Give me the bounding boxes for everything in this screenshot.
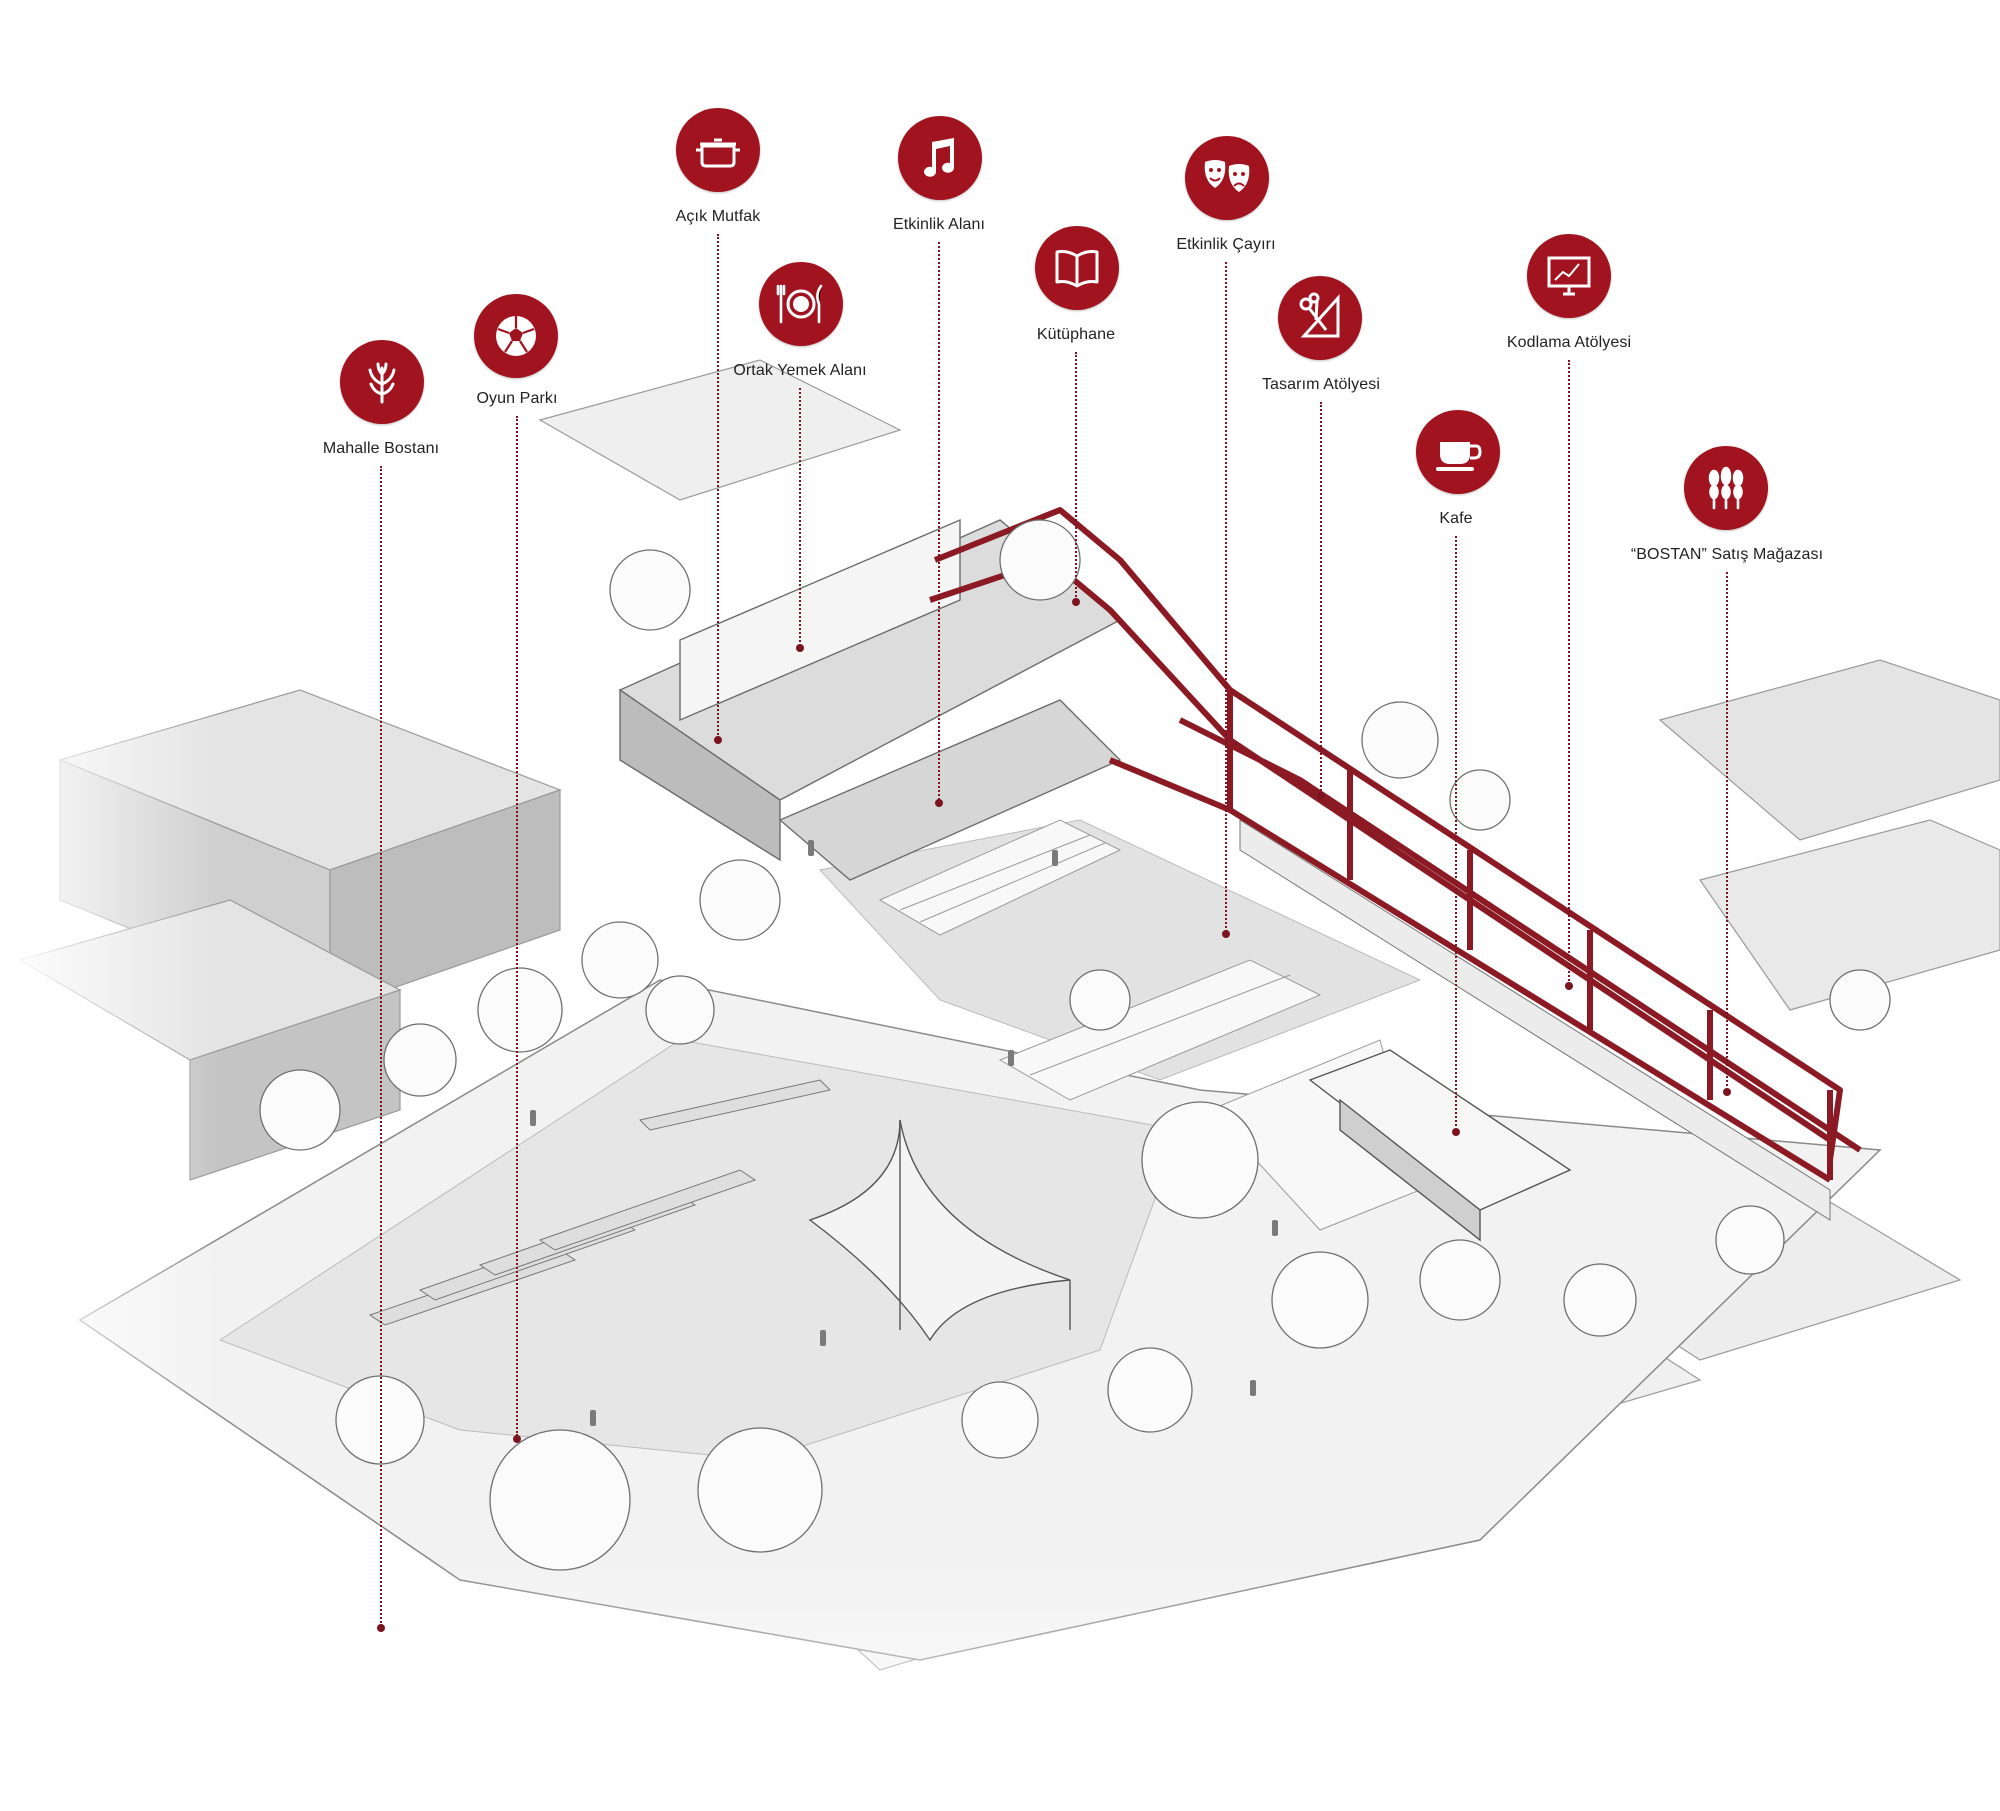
plate-cutlery-icon <box>759 262 843 346</box>
leader-dot <box>1317 792 1325 800</box>
tensile-canopy <box>808 1119 1071 1342</box>
leader-line <box>380 466 382 1626</box>
leader-dot <box>1452 1128 1460 1136</box>
leader-line <box>516 416 518 1436</box>
leader-dot <box>1565 982 1573 990</box>
leader-dot <box>1222 930 1230 938</box>
people-figures <box>530 840 1278 1426</box>
callout-label: Ortak Yemek Alanı <box>733 362 867 379</box>
leader-dot <box>714 736 722 744</box>
leader-line <box>1455 536 1457 1130</box>
workshop-glazing <box>1239 819 1831 1221</box>
callout-label: Açık Mutfak <box>675 208 761 225</box>
garden-beds <box>368 1079 831 1326</box>
callout-label: Kafe <box>1439 510 1473 527</box>
leader-dot <box>513 1435 521 1443</box>
leader-dot <box>1723 1088 1731 1096</box>
soccer-ball-icon <box>474 294 558 378</box>
trees <box>259 519 1891 1571</box>
cafe-building <box>1308 1049 1572 1242</box>
leader-line <box>1075 352 1077 600</box>
callout-label: Mahalle Bostanı <box>322 440 440 457</box>
leader-line <box>1726 572 1728 1090</box>
callout-label: Oyun Parkı <box>476 390 558 407</box>
coffee-cup-icon <box>1416 410 1500 494</box>
event-hall <box>618 518 1122 881</box>
leader-dot <box>1072 598 1080 606</box>
leader-dot <box>796 644 804 652</box>
cooking-pot-icon <box>676 108 760 192</box>
leader-dot <box>935 799 943 807</box>
music-note-icon <box>898 116 982 200</box>
callout-label: “BOSTAN” Satış Mağazası <box>1630 546 1824 563</box>
callout-label: Etkinlik Çayırı <box>1176 236 1276 253</box>
red-steel-frame <box>929 507 1862 1183</box>
leader-line <box>1320 402 1322 794</box>
leader-dot <box>377 1624 385 1632</box>
leader-line <box>717 234 719 738</box>
callout-label: Kodlama Atölyesi <box>1506 334 1632 351</box>
plant-icon <box>340 340 424 424</box>
leader-line <box>1568 360 1570 984</box>
leader-line <box>1225 262 1227 932</box>
callout-label: Etkinlik Alanı <box>892 216 986 233</box>
wheat-icon <box>1684 446 1768 530</box>
book-icon <box>1035 226 1119 310</box>
leader-line <box>799 388 801 646</box>
callout-label: Tasarım Atölyesi <box>1261 376 1381 393</box>
scissors-triangle-icon <box>1278 276 1362 360</box>
theater-masks-icon <box>1185 136 1269 220</box>
callout-label: Kütüphane <box>1036 326 1116 343</box>
leader-line <box>938 242 940 800</box>
monitor-icon <box>1527 234 1611 318</box>
